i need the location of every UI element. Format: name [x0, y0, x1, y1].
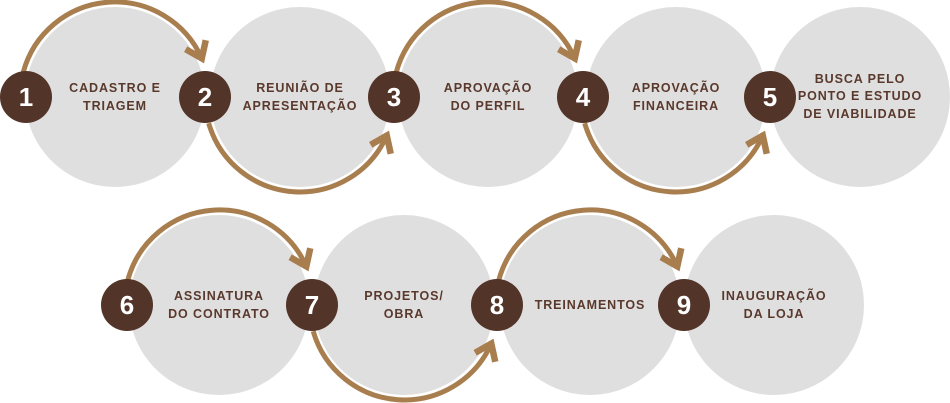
step-6-circle: ASSINATURA DO CONTRATO [129, 215, 309, 395]
step-3-number-circle: 3 [368, 71, 420, 123]
step-5-circle: BUSCA PELO PONTO E ESTUDO DE VIABILIDADE [770, 7, 950, 187]
step-9-label: INAUGURAÇÃO DA LOJA [721, 288, 827, 321]
step-8-circle: TREINAMENTOS [500, 215, 680, 395]
step-1-number-circle: 1 [0, 71, 52, 123]
step-5-number: 5 [762, 82, 778, 112]
step-4-circle: APROVAÇÃO FINANCEIRA [586, 7, 766, 187]
step-2-circle: REUNIÃO DE APRESENTAÇÃO [210, 7, 390, 187]
step-8-label: TREINAMENTOS [534, 297, 646, 312]
step-4-label: APROVAÇÃO FINANCEIRA [631, 80, 721, 113]
step-6-number: 6 [119, 290, 135, 320]
step-7-label: PROJETOS/ OBRA [364, 288, 444, 321]
step-8-number: 8 [489, 290, 505, 320]
step-3-label: APROVAÇÃO DO PERFIL [443, 80, 533, 113]
step-3-circle: APROVAÇÃO DO PERFIL [398, 7, 578, 187]
step-1-circle: CADASTRO E TRIAGEM [25, 7, 205, 187]
step-9-number: 9 [676, 290, 692, 320]
step-2-label: REUNIÃO DE APRESENTAÇÃO [242, 80, 358, 113]
step-7-number: 7 [304, 290, 320, 320]
step-4-number: 4 [575, 82, 591, 112]
step-1-number: 1 [18, 82, 34, 112]
step-6-label: ASSINATURA DO CONTRATO [168, 288, 270, 321]
step-2-number-circle: 2 [179, 71, 231, 123]
step-5-label: BUSCA PELO PONTO E ESTUDO DE VIABILIDADE [797, 71, 923, 121]
step-5-number-circle: 5 [744, 71, 796, 123]
step-6-number-circle: 6 [101, 279, 153, 331]
step-1-label: CADASTRO E TRIAGEM [69, 80, 161, 113]
step-3-number: 3 [386, 82, 402, 112]
step-2-number: 2 [197, 82, 213, 112]
step-9-circle: INAUGURAÇÃO DA LOJA [684, 215, 864, 395]
step-9-number-circle: 9 [658, 279, 710, 331]
step-8-number-circle: 8 [471, 279, 523, 331]
step-7-number-circle: 7 [286, 279, 338, 331]
step-4-number-circle: 4 [557, 71, 609, 123]
step-7-circle: PROJETOS/ OBRA [314, 215, 494, 395]
